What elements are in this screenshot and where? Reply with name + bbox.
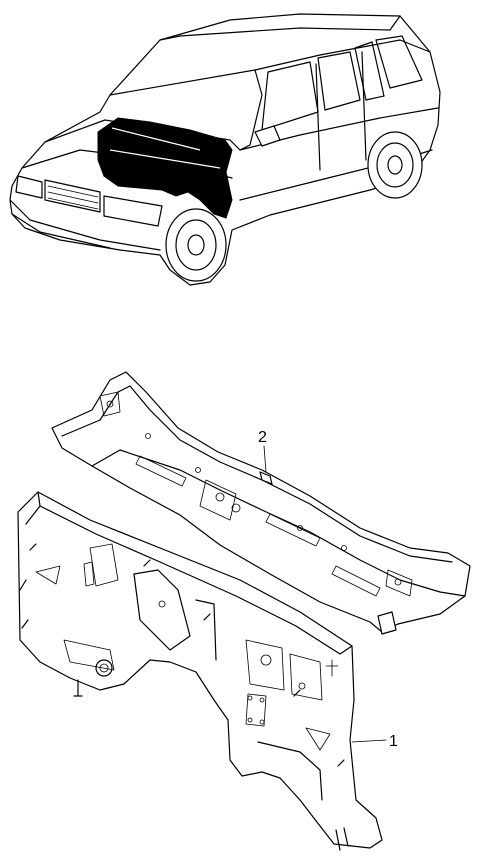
callout-2-label: 2 [258, 429, 267, 446]
vehicle-illustration [9, 13, 441, 286]
callout-1-label: 1 [389, 733, 398, 750]
callout-1: 1 [351, 733, 398, 750]
dash-panel [17, 491, 383, 851]
cowl-top-panel [51, 371, 471, 635]
callout-2: 2 [258, 429, 267, 473]
